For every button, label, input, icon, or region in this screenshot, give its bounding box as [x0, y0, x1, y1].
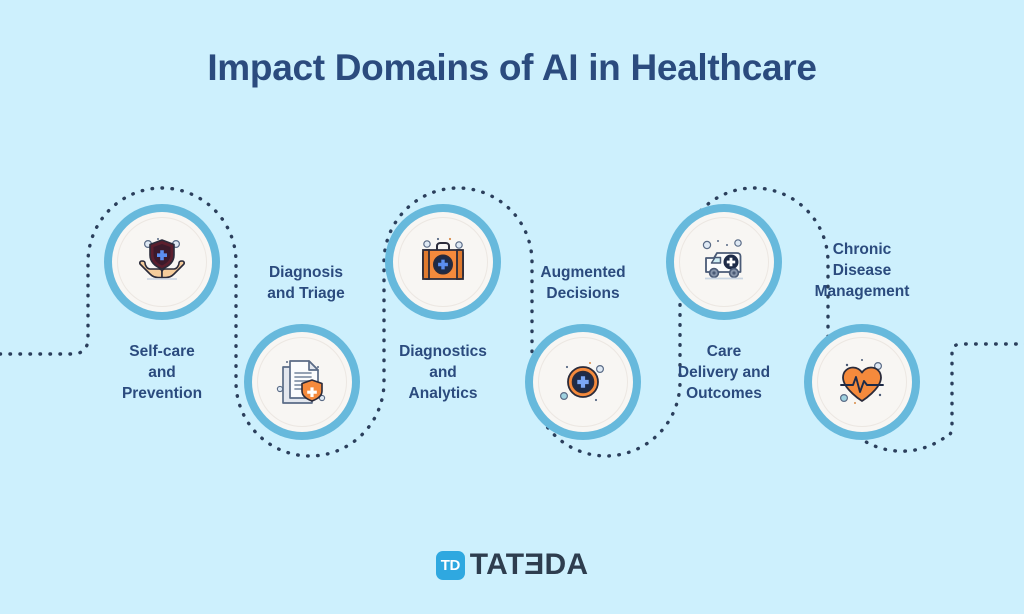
node-inner-ring: [817, 337, 907, 427]
node-inner-ring: [398, 217, 488, 307]
heart-pulse-icon: [804, 324, 920, 440]
node-self-care[interactable]: [104, 204, 220, 320]
node-inner-ring: [117, 217, 207, 307]
first-aid-kit-icon: [385, 204, 501, 320]
node-diagnosis-triage[interactable]: [244, 324, 360, 440]
logo-text-flipped-e: E: [524, 548, 545, 581]
logo-text-post: DA: [544, 548, 589, 581]
node-inner-ring: [538, 337, 628, 427]
logo-text-pre: TAT: [469, 548, 525, 581]
label-diagnostics-analytics: Diagnostics and Analytics: [399, 343, 487, 402]
node-inner-ring: [679, 217, 769, 307]
atom-plus-icon: [525, 324, 641, 440]
node-chronic-disease[interactable]: [804, 324, 920, 440]
label-augmented-decisions: Augmented Decisions: [540, 264, 626, 302]
ambulance-icon: [666, 204, 782, 320]
hands-holding-shield-icon: [104, 204, 220, 320]
node-inner-ring: [257, 337, 347, 427]
node-care-delivery[interactable]: [666, 204, 782, 320]
page-title: Impact Domains of AI in Healthcare: [207, 47, 817, 88]
label-self-care: Self-care and Prevention: [121, 343, 203, 402]
documents-shield-icon: [244, 324, 360, 440]
label-chronic-disease: Chronic Disease Management: [814, 241, 910, 300]
node-augmented-decisions[interactable]: [525, 324, 641, 440]
tateeda-logo[interactable]: TD TATEDA: [0, 548, 1024, 582]
label-care-delivery: Care Delivery and Outcomes: [677, 343, 771, 402]
label-diagnosis-triage: Diagnosis and Triage: [267, 264, 345, 302]
node-diagnostics-analytics[interactable]: [385, 204, 501, 320]
logo-mark: TD: [435, 550, 465, 580]
logo-wordmark: TATEDA: [470, 548, 588, 582]
